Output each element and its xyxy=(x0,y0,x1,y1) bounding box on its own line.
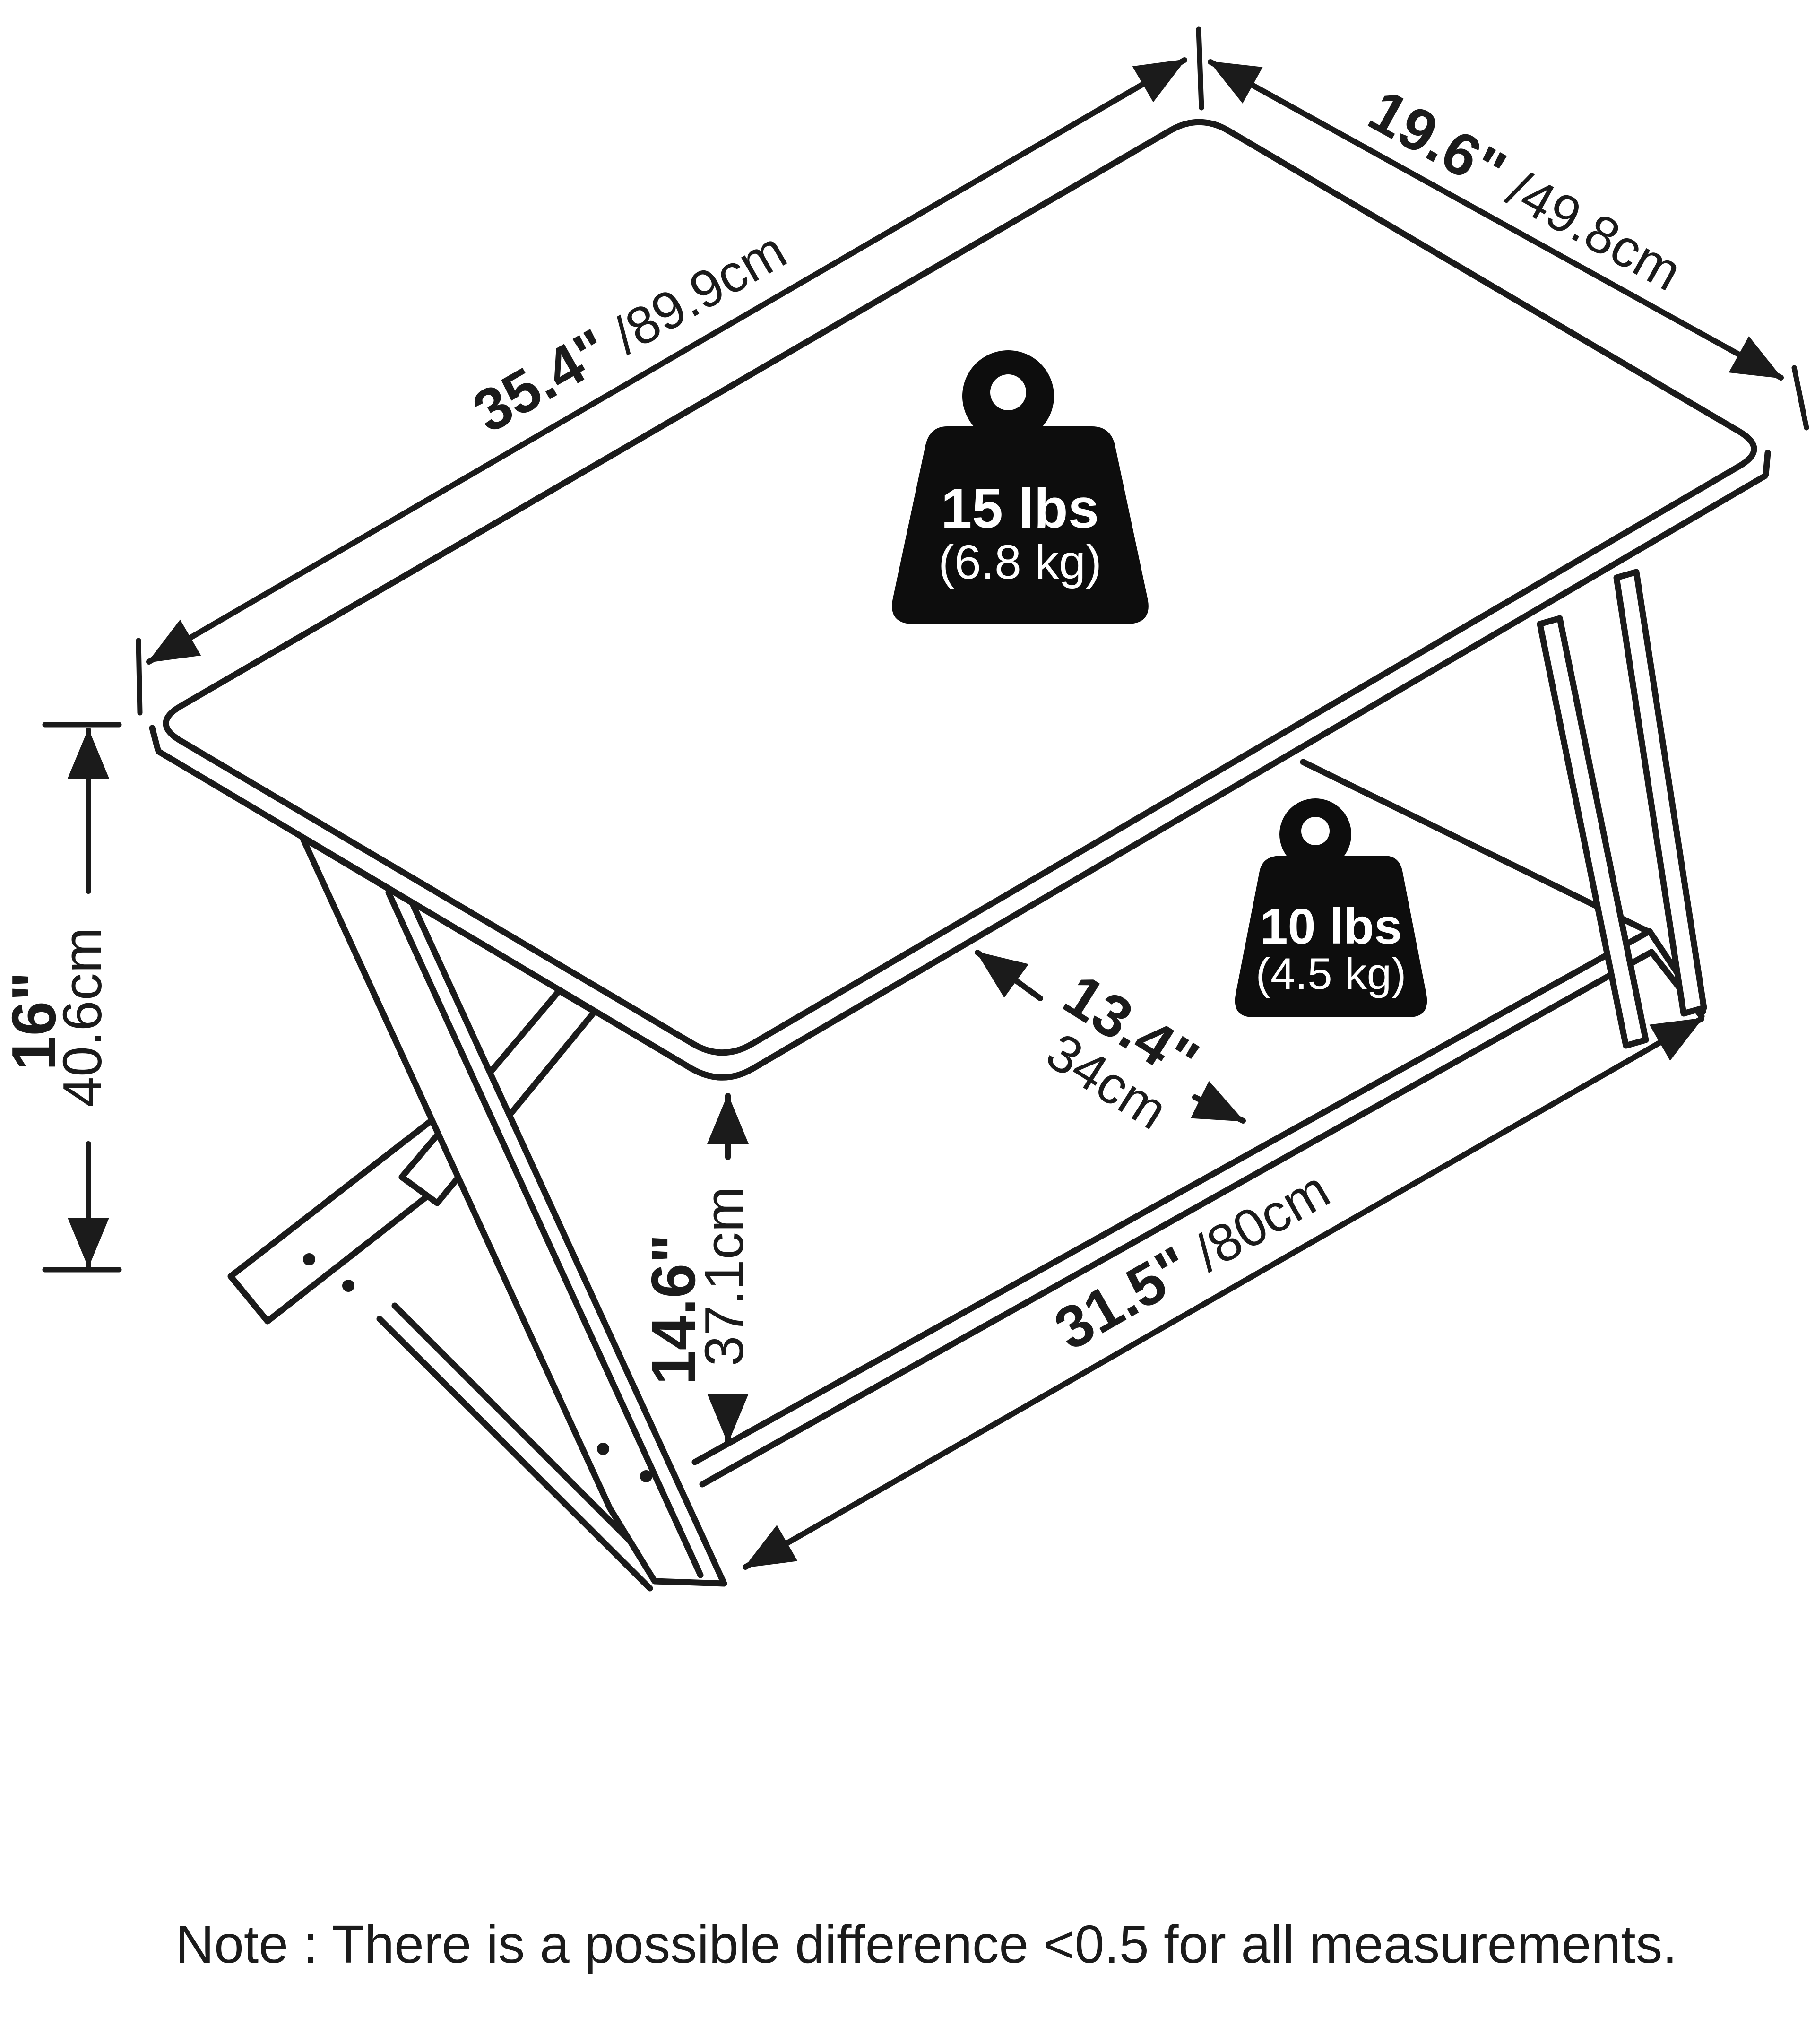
weight-top-lbs: 15 lbs xyxy=(941,477,1099,540)
weight-shelf-kg: (4.5 kg) xyxy=(1256,949,1407,998)
screw-hole xyxy=(342,1280,354,1292)
extension-tick xyxy=(1196,26,1204,111)
dim-height: 16" 40.6cm xyxy=(0,722,122,1273)
weight-shelf-lbs: 10 lbs xyxy=(1260,899,1402,954)
screw-hole xyxy=(640,1470,652,1482)
dim-label-clearance-cm: 37.1cm xyxy=(693,1187,755,1366)
weight-15lbs-icon: 15 lbs (6.8 kg) xyxy=(892,350,1149,624)
dim-line xyxy=(146,57,1187,665)
dim-label-clearance-in: 14.6" xyxy=(639,1234,708,1385)
measurement-note: Note : There is a possible difference <0… xyxy=(175,1914,1677,1974)
dim-line xyxy=(743,1016,1704,1570)
screw-hole xyxy=(597,1443,609,1455)
shelf-left-edge xyxy=(376,1302,667,1592)
weight-10lbs-icon: 10 lbs (4.5 kg) xyxy=(1235,798,1427,1017)
extension-tick xyxy=(136,638,143,716)
right-front-leg xyxy=(1613,569,1707,1017)
screw-hole xyxy=(303,1253,315,1265)
dim-line xyxy=(1208,59,1784,381)
table-drawing xyxy=(149,119,1771,1592)
weight-top-kg: (6.8 kg) xyxy=(938,535,1102,589)
extension-tick xyxy=(1791,365,1809,431)
dim-line xyxy=(975,950,1043,1001)
dim-label-height-in: 16" xyxy=(0,971,69,1070)
dim-label-height-cm: 40.6cm xyxy=(52,927,113,1107)
